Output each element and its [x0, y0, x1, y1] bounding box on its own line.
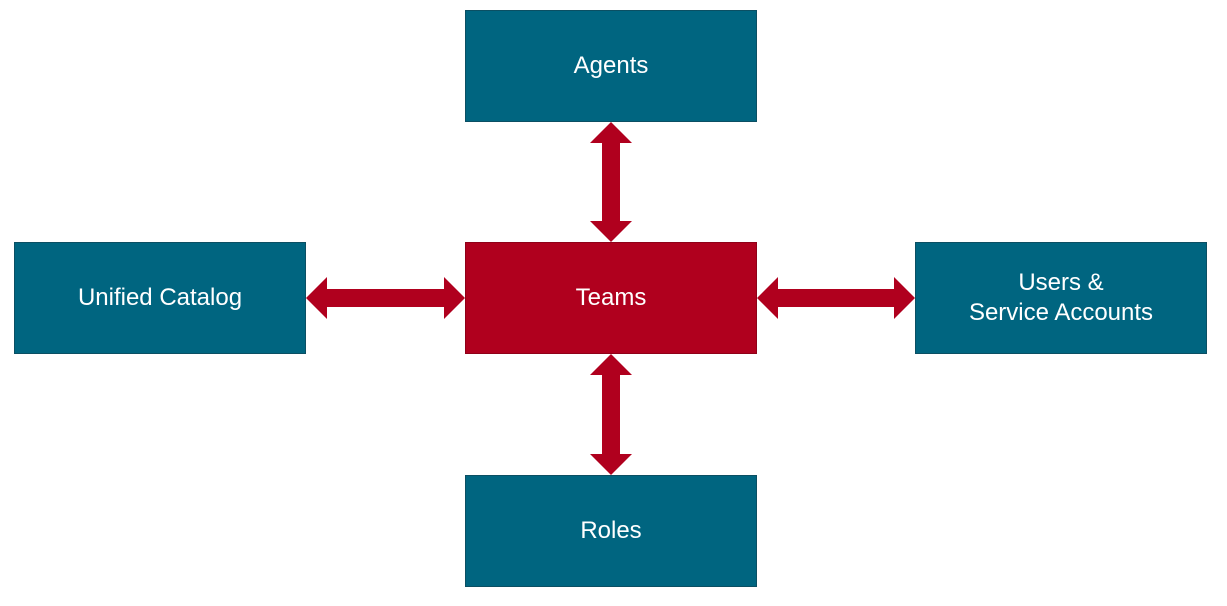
node-roles-label: Roles [580, 517, 642, 544]
node-roles: Roles [465, 475, 757, 587]
arrow-catalog-teams [306, 277, 465, 319]
node-users-service-accounts: Users & Service Accounts [915, 242, 1207, 354]
node-agents: Agents [465, 10, 757, 122]
arrow-teams-users [757, 277, 915, 319]
node-users-label: Users & Service Accounts [968, 269, 1154, 326]
node-unified-catalog: Unified Catalog [14, 242, 306, 354]
node-agents-label: Agents [573, 52, 649, 79]
arrow-teams-roles [590, 354, 632, 475]
node-teams: Teams [465, 242, 757, 354]
node-teams-label: Teams [575, 284, 647, 311]
arrow-teams-agents [590, 122, 632, 242]
node-unified-catalog-label: Unified Catalog [77, 284, 243, 311]
